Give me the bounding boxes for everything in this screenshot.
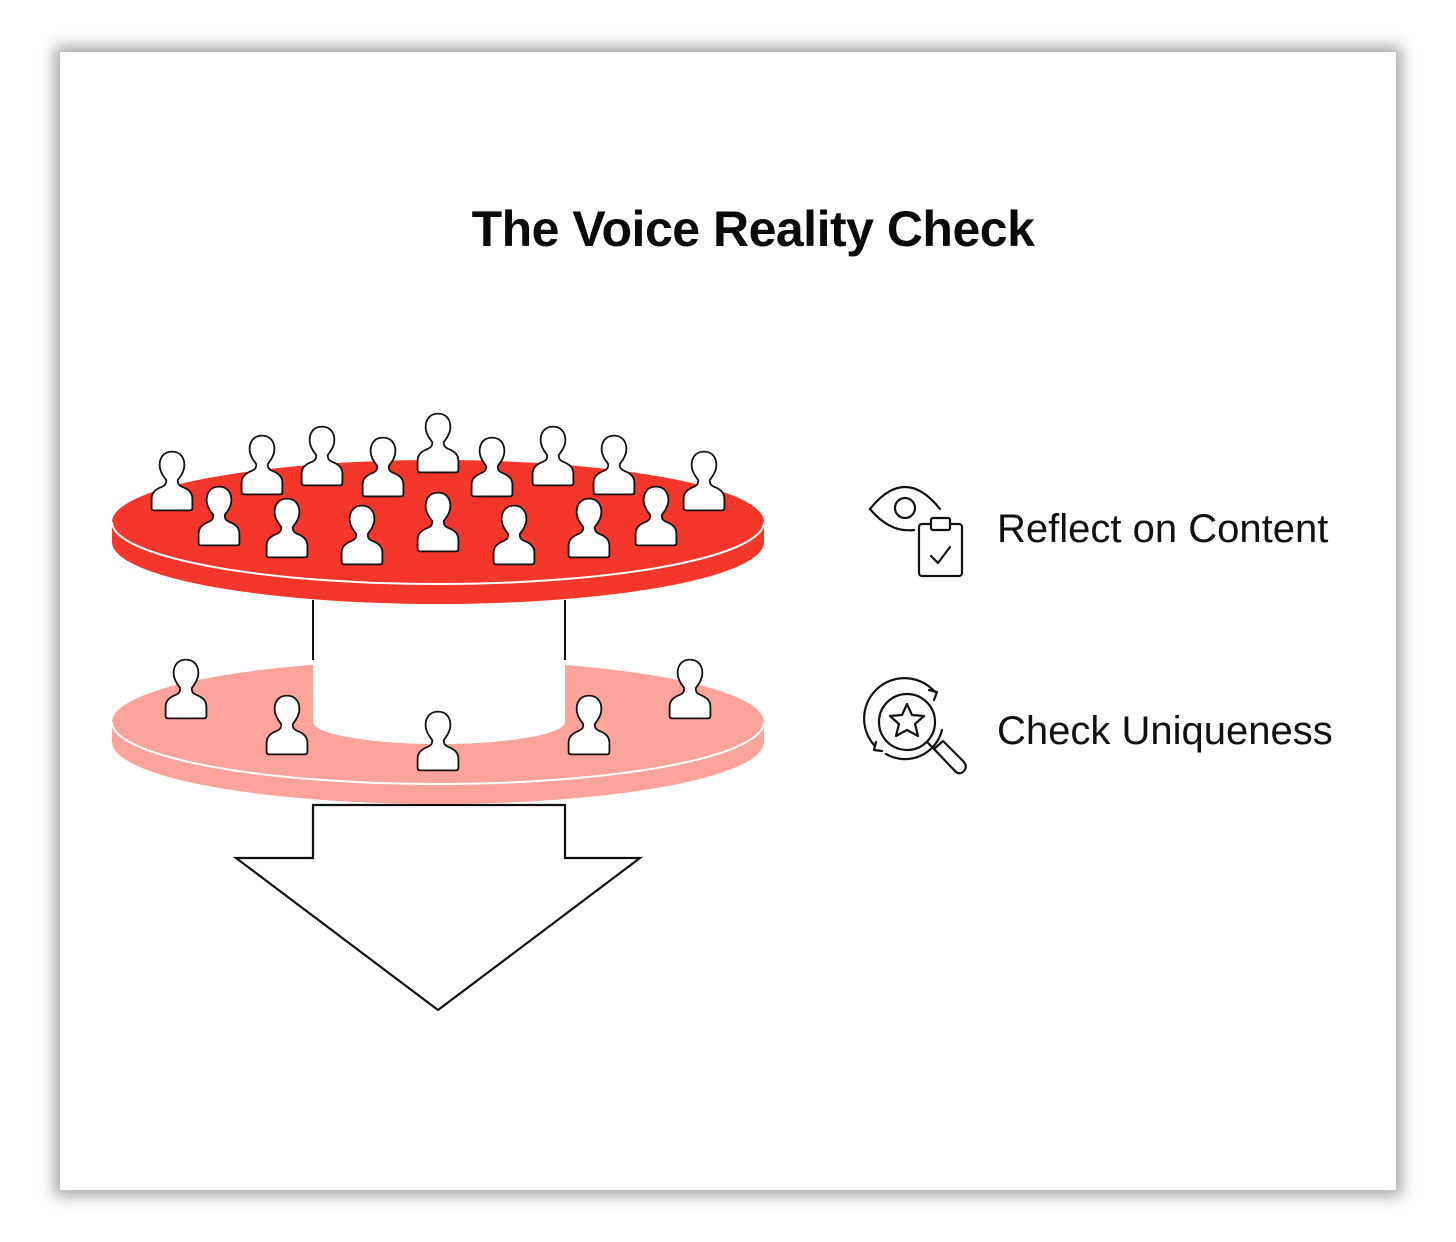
- step-label-reflect-on-content: Reflect on Content: [997, 507, 1329, 551]
- eye-clipboard-icon: [868, 485, 964, 578]
- diagram-title: The Voice Reality Check: [471, 201, 1035, 257]
- magnifier-star-icon: [863, 677, 967, 775]
- diagram-card: [60, 52, 1396, 1190]
- down-arrow: [232, 803, 644, 1012]
- step-label-check-uniqueness: Check Uniqueness: [997, 709, 1333, 753]
